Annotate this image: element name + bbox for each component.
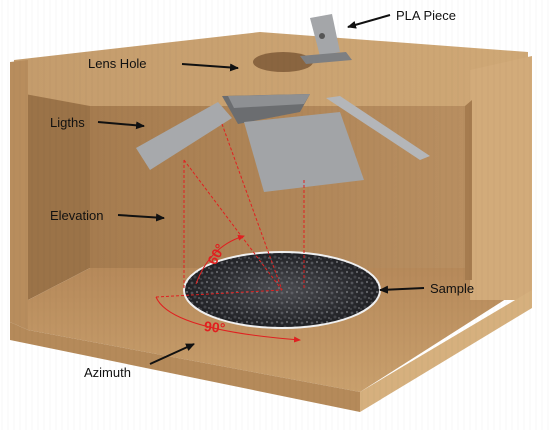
elevation-label: Elevation: [50, 208, 103, 223]
elevation-arrow: [117, 213, 165, 222]
pla-piece-arrow: [347, 14, 391, 29]
azimuth-arrow: [149, 343, 195, 365]
pla-piece: [300, 14, 352, 64]
callouts: PLA Piece Lens Hole Ligths Elevation Sam…: [50, 8, 474, 380]
light-panel-top-face: [228, 94, 310, 108]
box-left-outer-wall: [10, 60, 28, 330]
top-light-ray-line: [221, 123, 283, 291]
left-light-ray-line: [183, 159, 283, 291]
lens-hole-label: Lens Hole: [88, 56, 147, 71]
light-panels: [136, 94, 430, 192]
lens-hole: [253, 52, 313, 72]
azimuth-arc: [155, 296, 301, 343]
azimuth-baseline: [155, 289, 283, 298]
lights-label: Ligths: [50, 115, 85, 130]
box-right-wall: [470, 56, 532, 300]
elevation-arc: [195, 234, 245, 285]
sample-arrow: [379, 285, 425, 294]
pla-piece-label: PLA Piece: [396, 8, 456, 23]
angle-annotations: [155, 123, 305, 343]
azimuth-angle-label: 90°: [203, 318, 226, 336]
lights-arrow: [97, 121, 145, 130]
azimuth-label: Azimuth: [84, 365, 131, 380]
lens-hole-arrow: [181, 63, 239, 72]
light-panel-left: [136, 102, 232, 170]
light-panel-front: [244, 112, 364, 192]
light-panel-right: [326, 96, 430, 160]
sample-label: Sample: [430, 281, 474, 296]
box-right-wall-inner: [465, 100, 472, 280]
